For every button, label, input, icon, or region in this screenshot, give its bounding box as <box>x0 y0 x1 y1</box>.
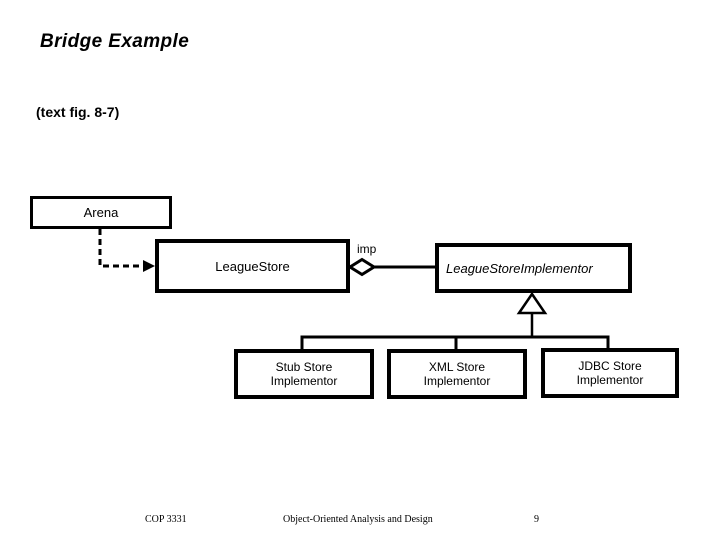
footer-course-code: COP 3331 <box>145 514 187 525</box>
footer-page-number: 9 <box>534 514 539 525</box>
class-box-leaguestore: LeagueStore <box>155 239 350 293</box>
dependency-dashed-line <box>98 229 144 268</box>
aggregation-diamond-icon <box>347 257 377 277</box>
figure-reference: (text fig. 8-7) <box>36 104 120 120</box>
class-label-jdbc-store-implementor: JDBC Store Implementor <box>576 359 644 387</box>
class-label-xml-store-implementor: XML Store Implementor <box>423 360 491 388</box>
class-box-jdbc-store-implementor: JDBC Store Implementor <box>541 348 679 398</box>
class-label-stub-store-implementor: Stub Store Implementor <box>270 360 338 388</box>
footer-course-title: Object-Oriented Analysis and Design <box>283 514 433 525</box>
class-box-leaguestore-implementor: LeagueStoreImplementor <box>435 243 632 293</box>
page-title: Bridge Example <box>40 31 190 52</box>
class-box-xml-store-implementor: XML Store Implementor <box>387 349 527 399</box>
class-box-stub-store-implementor: Stub Store Implementor <box>234 349 374 399</box>
class-box-arena: Arena <box>30 196 172 229</box>
aggregation-role-label: imp <box>357 242 377 256</box>
generalization-triangle-icon <box>516 291 548 315</box>
dependency-arrowhead-icon <box>143 260 155 272</box>
class-label-leaguestore: LeagueStore <box>215 258 290 274</box>
class-label-leaguestore-implementor: LeagueStoreImplementor <box>446 260 593 276</box>
class-label-arena: Arena <box>83 205 119 220</box>
